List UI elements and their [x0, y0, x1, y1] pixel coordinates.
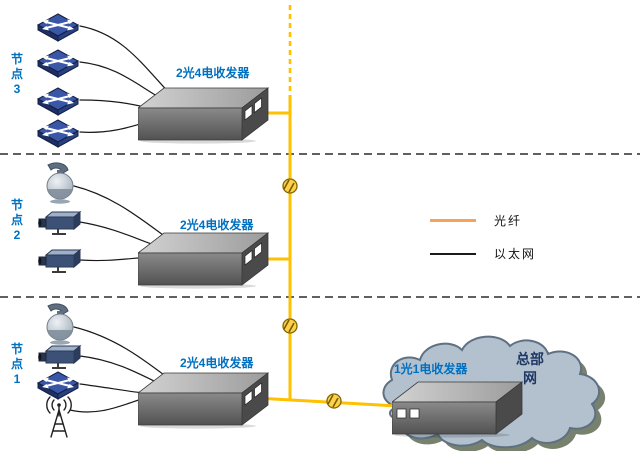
- node1-label-char: 点: [10, 357, 23, 371]
- node1-label-char: 节: [10, 342, 23, 356]
- legend-ethernet-row: 以太网: [430, 245, 536, 262]
- node2-label-char: 节: [10, 198, 23, 212]
- switch-icon: [36, 46, 80, 83]
- node3-label-char: 节: [10, 52, 23, 66]
- transceiver-node3-label: 2光4电收发器: [176, 66, 250, 80]
- ethernet-label: 以太网: [494, 247, 537, 261]
- fiber-lines: [255, 5, 398, 408]
- switch-icon: [36, 10, 80, 47]
- node2-label-char: 点: [10, 213, 23, 227]
- section-dividers: [0, 153, 640, 298]
- node3-label-char: 点: [10, 67, 23, 81]
- transceiver-hq-label: 1光1电收发器: [394, 362, 468, 376]
- optical-transceiver-node1: [138, 367, 273, 434]
- optical-transceiver-node3: [138, 82, 273, 149]
- fiber-line-sample: [430, 219, 476, 222]
- legend: 光纤 以太网: [430, 212, 536, 262]
- transceiver-node2-label: 2光4电收发器: [180, 218, 254, 232]
- fiber-label: 光纤: [494, 214, 523, 228]
- optical-transceiver-node2: [138, 227, 273, 294]
- hq-cloud-label-line: 总部: [516, 351, 544, 367]
- node3-label: 节 点 3: [5, 52, 29, 97]
- legend-fiber-row: 光纤: [430, 212, 536, 229]
- fiber-connector-icon: [282, 318, 298, 334]
- fiber-connectors: [282, 178, 342, 409]
- node2-label-char: 2: [13, 228, 21, 242]
- box-camera-icon: [38, 208, 82, 243]
- fiber-connector-icon: [282, 178, 298, 194]
- hq-cloud-label-line: 网: [523, 370, 537, 386]
- transceiver-node1-label: 2光4电收发器: [180, 356, 254, 370]
- node1-label: 节 点 1: [5, 342, 29, 387]
- node1-label-char: 1: [13, 372, 21, 386]
- hq-cloud-label: 总部 网: [508, 350, 552, 388]
- switch-icon: [36, 116, 80, 153]
- node2-label: 节 点 2: [5, 198, 29, 243]
- fiber-connector-icon: [326, 393, 342, 409]
- node3-label-char: 3: [13, 82, 21, 96]
- ethernet-line-sample: [430, 252, 476, 255]
- box-camera-icon: [38, 246, 82, 281]
- optical-transceiver-hq: [392, 376, 527, 443]
- dome-camera-icon: [40, 162, 80, 209]
- antenna-icon: [42, 396, 76, 445]
